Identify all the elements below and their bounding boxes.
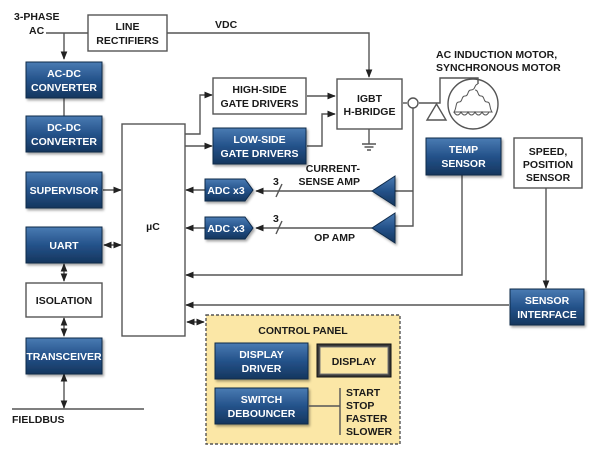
ac-dc-label-1: AC-DC bbox=[47, 68, 81, 80]
current-feedback-wire bbox=[395, 108, 414, 227]
motor-circle-icon bbox=[447, 78, 499, 130]
sensor-interface-block[interactable]: SENSOR INTERFACE bbox=[509, 288, 585, 326]
current-sense-amp-label-1: CURRENT- bbox=[306, 163, 361, 175]
wires bbox=[12, 32, 550, 410]
switch-slower[interactable]: SLOWER bbox=[346, 426, 392, 438]
supervisor-block[interactable]: SUPERVISOR bbox=[25, 171, 103, 209]
bus-width-2-label: 3 bbox=[273, 213, 279, 225]
uart-block[interactable]: UART bbox=[25, 226, 103, 264]
isolation-block[interactable]: ISOLATION bbox=[25, 282, 103, 318]
op-amp[interactable]: OP AMP bbox=[314, 212, 396, 244]
microcontroller-label: µC bbox=[146, 221, 160, 233]
control-panel-title: CONTROL PANEL bbox=[258, 325, 348, 337]
display-driver-block[interactable]: DISPLAY DRIVER bbox=[214, 342, 309, 380]
microcontroller-block[interactable]: µC bbox=[121, 123, 186, 337]
speed-sensor-label-2: POSITION bbox=[523, 159, 573, 171]
vdc-label: VDC bbox=[215, 19, 238, 31]
temp-sensor-block[interactable]: TEMP SENSOR bbox=[425, 137, 502, 176]
low-side-gate-drivers-block[interactable]: LOW-SIDE GATE DRIVERS bbox=[212, 127, 307, 165]
uart-label: UART bbox=[49, 240, 79, 252]
ac-source-label-1: 3-PHASE bbox=[14, 11, 60, 23]
switch-bus-line bbox=[308, 388, 341, 435]
ground-icon bbox=[362, 143, 376, 151]
line-rectifiers-label-2: RECTIFIERS bbox=[96, 35, 158, 47]
sensor-interface-label-1: SENSOR bbox=[525, 295, 570, 307]
display-label: DISPLAY bbox=[332, 356, 377, 368]
display-block[interactable]: DISPLAY bbox=[316, 343, 392, 378]
speed-sensor-label-1: SPEED, bbox=[529, 146, 568, 158]
motor-label-2: SYNCHRONOUS MOTOR bbox=[436, 62, 561, 74]
sensor-interface-label-2: INTERFACE bbox=[517, 309, 577, 321]
supervisor-label: SUPERVISOR bbox=[30, 185, 99, 197]
igbt-label-2: H-BRIDGE bbox=[344, 106, 396, 118]
bus-slash-1 bbox=[275, 183, 283, 198]
adc-1-label: ADC x3 bbox=[207, 185, 245, 197]
uc-to-highside-wire bbox=[185, 91, 213, 135]
bus-width-1-label: 3 bbox=[273, 176, 279, 188]
motor-label-1: AC INDUCTION MOTOR, bbox=[436, 49, 557, 61]
motor-terminal-icon bbox=[425, 102, 448, 121]
switch-debouncer-label-2: DEBOUNCER bbox=[228, 408, 296, 420]
isolation-label: ISOLATION bbox=[36, 295, 92, 307]
ac-dc-label-2: CONVERTER bbox=[31, 82, 97, 94]
speed-position-sensor-block[interactable]: SPEED, POSITION SENSOR bbox=[513, 137, 583, 189]
ac-source-label-2: AC bbox=[29, 25, 45, 37]
temp-sensor-label-1: TEMP bbox=[449, 144, 478, 156]
bus-slash-2 bbox=[275, 220, 283, 235]
op-amp-icon bbox=[371, 212, 396, 244]
fieldbus-label: FIELDBUS bbox=[12, 414, 65, 426]
switch-faster[interactable]: FASTER bbox=[346, 413, 388, 425]
temp-to-uc-wire bbox=[185, 175, 463, 279]
lowside-to-igbt-wire bbox=[307, 110, 336, 147]
temp-sensor-label-2: SENSOR bbox=[441, 158, 486, 170]
high-side-label-1: HIGH-SIDE bbox=[232, 84, 286, 96]
motor-phase-wire bbox=[436, 77, 479, 104]
switch-stop[interactable]: STOP bbox=[346, 400, 374, 412]
switch-debouncer-block[interactable]: SWITCH DEBOUNCER bbox=[214, 387, 309, 425]
current-sense-amp[interactable]: CURRENT- SENSE AMP bbox=[299, 163, 396, 207]
display-driver-label-2: DRIVER bbox=[242, 363, 282, 375]
motor-block[interactable]: AC INDUCTION MOTOR, SYNCHRONOUS MOTOR bbox=[425, 49, 561, 130]
speed-sensor-label-3: SENSOR bbox=[526, 172, 571, 184]
transceiver-block[interactable]: TRANSCEIVER bbox=[25, 337, 103, 375]
ac-dc-converter-block[interactable]: AC-DC CONVERTER bbox=[25, 61, 103, 99]
adc-1-block[interactable]: ADC x3 bbox=[204, 178, 254, 202]
vdc-wire bbox=[167, 32, 373, 78]
line-rectifiers-block[interactable]: LINE RECTIFIERS bbox=[87, 14, 168, 52]
op-amp-label: OP AMP bbox=[314, 232, 355, 244]
switch-start[interactable]: START bbox=[346, 387, 381, 399]
control-panel: CONTROL PANEL DISPLAY DRIVER DISPLAY SWI… bbox=[205, 314, 401, 445]
line-rectifiers-label-1: LINE bbox=[116, 21, 140, 33]
transceiver-label: TRANSCEIVER bbox=[26, 351, 102, 363]
low-side-label-1: LOW-SIDE bbox=[233, 134, 285, 146]
dc-dc-converter-block[interactable]: DC-DC CONVERTER bbox=[25, 115, 103, 153]
dc-dc-label-1: DC-DC bbox=[47, 122, 81, 134]
igbt-label-1: IGBT bbox=[357, 93, 383, 105]
current-sense-amp-label-2: SENSE AMP bbox=[299, 176, 360, 188]
adc-2-label: ADC x3 bbox=[207, 223, 245, 235]
current-sense-amp-icon bbox=[371, 175, 396, 207]
high-side-label-2: GATE DRIVERS bbox=[221, 98, 299, 110]
switch-debouncer-label-1: SWITCH bbox=[241, 394, 282, 406]
motor-winding-icon bbox=[453, 83, 493, 116]
adc-2-block[interactable]: ADC x3 bbox=[204, 216, 254, 240]
low-side-label-2: GATE DRIVERS bbox=[221, 148, 299, 160]
dc-dc-label-2: CONVERTER bbox=[31, 136, 97, 148]
display-driver-label-1: DISPLAY bbox=[239, 349, 284, 361]
igbt-h-bridge-block[interactable]: IGBT H-BRIDGE bbox=[336, 78, 403, 130]
high-side-gate-drivers-block[interactable]: HIGH-SIDE GATE DRIVERS bbox=[212, 77, 307, 115]
current-sensor-icon bbox=[407, 97, 419, 109]
